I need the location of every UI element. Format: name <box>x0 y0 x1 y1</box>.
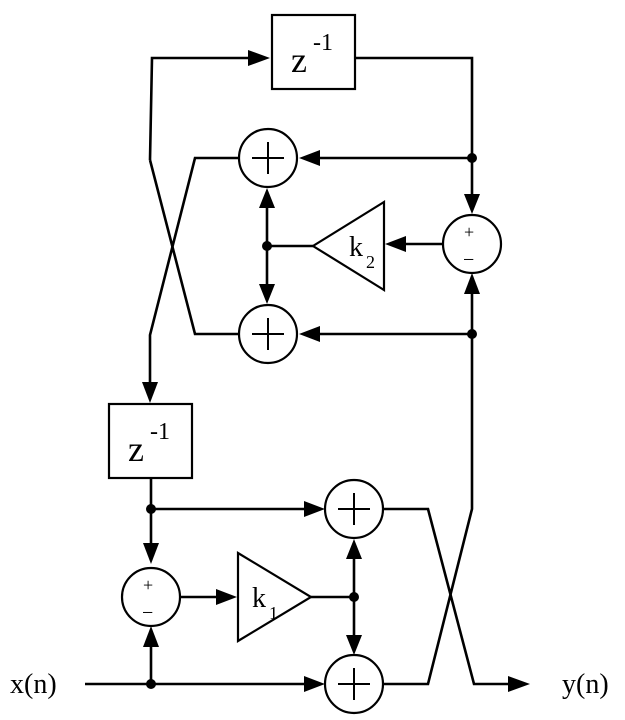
arrow-k2-down <box>259 284 275 304</box>
arrow-k1-up <box>346 539 362 559</box>
delay-top-base: z <box>291 40 307 80</box>
gain-k1-subscript: 1 <box>269 603 278 623</box>
delay-top-exponent: -1 <box>313 30 333 56</box>
arrow-into-k2 <box>385 236 406 252</box>
arrow-output <box>508 676 530 692</box>
delay-bottom-base: z <box>128 429 144 469</box>
sub-bottom-plus: + <box>143 575 153 595</box>
gain-k2: k 2 <box>310 200 386 292</box>
arrow-into-sub-top <box>464 194 480 214</box>
arrow-into-adder-top-a <box>299 150 320 166</box>
arrow-into-delay-bottom <box>142 382 158 403</box>
arrow-into-sub-top-bottom <box>464 273 480 294</box>
sub-bottom-minus: − <box>142 602 153 624</box>
adder-bottom-upper <box>323 478 385 540</box>
delay-bottom-exponent: -1 <box>150 419 170 445</box>
delay-block-top: z -1 <box>270 13 357 91</box>
subtractor-top: + − <box>441 213 503 275</box>
delay-block-bottom: z -1 <box>107 402 194 480</box>
sub-top-plus: + <box>464 222 474 242</box>
arrow-into-sub-bottom <box>143 543 159 564</box>
gain-k1-base: k <box>252 583 266 614</box>
wire-delay-top-out <box>355 56 474 210</box>
gain-k1: k 1 <box>236 551 314 643</box>
gain-k2-base: k <box>349 232 363 263</box>
wire-adder-bottom-b-out <box>383 334 474 686</box>
wire-adder-top-b-out <box>148 159 239 336</box>
adder-top-lower <box>237 303 299 365</box>
arrow-into-delay-top <box>248 50 270 66</box>
arrow-into-adder-bottom-a <box>304 501 325 517</box>
output-label: y(n) <box>562 669 609 700</box>
wire-to-delay-top <box>148 56 255 161</box>
arrow-k1-down <box>346 635 362 655</box>
arrow-into-sub-bottom-bottom <box>143 626 159 647</box>
arrow-into-adder-bottom-b <box>304 676 325 692</box>
arrow-into-k1 <box>216 589 237 605</box>
junction-top-right <box>467 153 477 163</box>
sub-top-minus: − <box>463 249 474 271</box>
gain-k2-subscript: 2 <box>366 252 375 272</box>
adder-top-upper <box>237 127 299 189</box>
subtractor-bottom: + − <box>120 566 182 628</box>
wire-adder-top-a-out <box>148 156 239 385</box>
input-label: x(n) <box>10 669 57 700</box>
wire-adder-bottom-a-out <box>383 507 510 686</box>
arrow-k2-up <box>259 188 275 208</box>
adder-bottom-lower <box>323 653 385 715</box>
arrow-into-adder-top-b <box>299 326 320 342</box>
